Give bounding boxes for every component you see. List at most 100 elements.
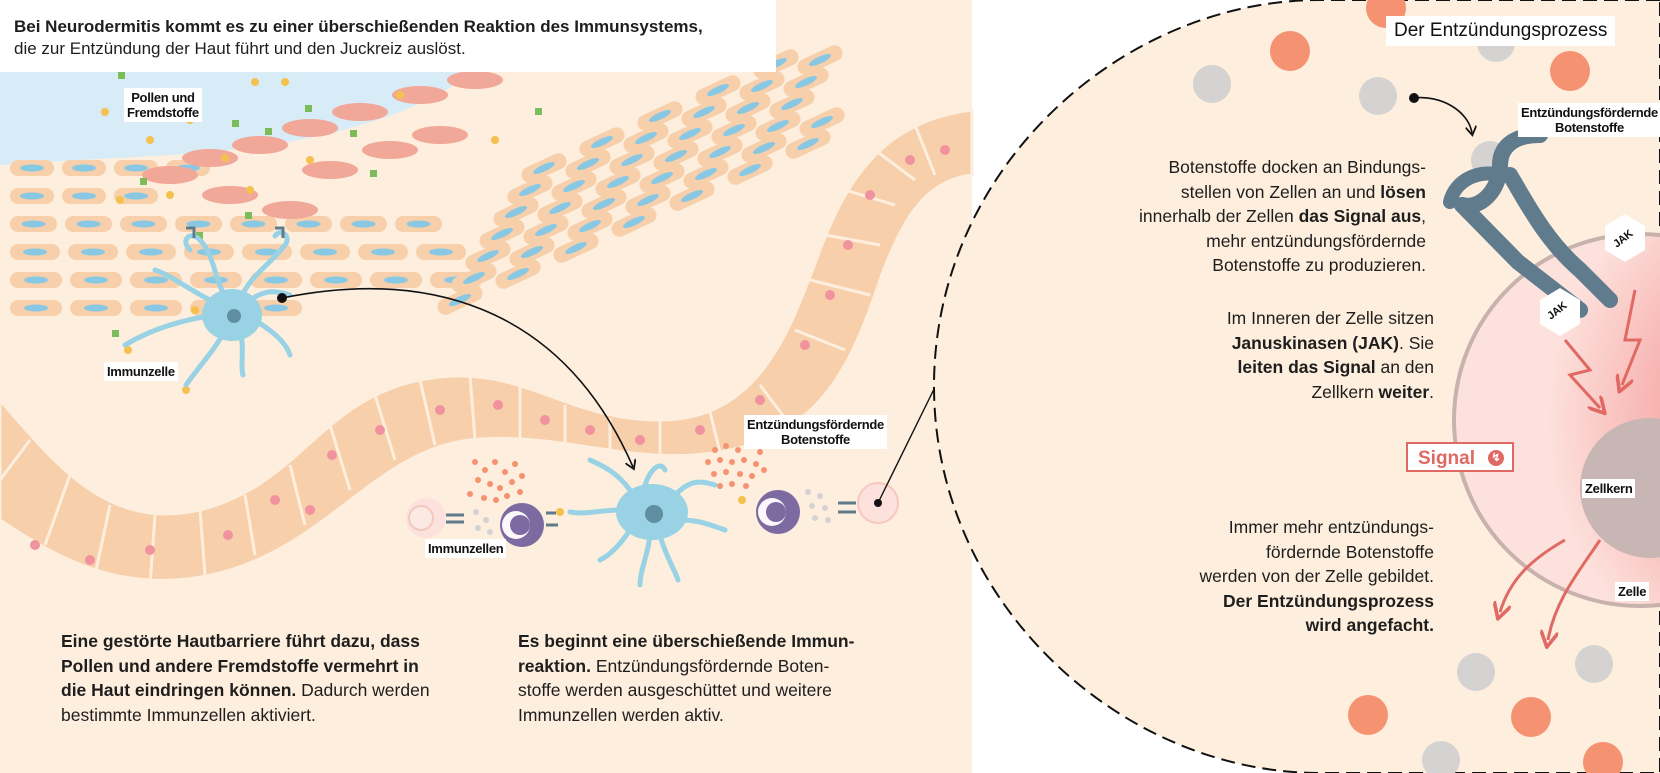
signal-arrows (1500, 289, 1643, 640)
zoom-text-production: Immer mehr entzündungs- fördernde Botens… (1100, 515, 1434, 638)
air-area (0, 72, 470, 165)
epidermis-nucleus (429, 248, 453, 256)
zoom-connector (877, 384, 937, 504)
epidermis-nucleus (384, 276, 408, 284)
epidermis-nucleus (563, 180, 585, 192)
epidermis-nucleus (723, 124, 745, 136)
epidermis-nucleus (124, 192, 148, 200)
epidermis-nucleus (739, 164, 761, 176)
epidermis-nucleus (264, 276, 288, 284)
intro-line-1: Bei Neurodermitis kommt es zu einer über… (14, 17, 703, 36)
epidermis-nucleus (20, 192, 44, 200)
epidermis-nucleus (521, 246, 543, 258)
zoom-text-docking: Botenstoffe docken an Bindungs- stellen … (1080, 155, 1426, 278)
zoom-text2-l4b: weiter (1378, 381, 1430, 402)
epidermis-nucleus (695, 168, 717, 180)
epidermis-nucleus (681, 190, 703, 202)
zoom-text2-l3a: leiten das Signal (1237, 357, 1376, 377)
zoom-text1-l3c: , (1421, 206, 1426, 226)
epidermis-nucleus (767, 120, 789, 132)
epidermis-nucleus (635, 132, 657, 144)
label-immunzellen: Immunzellen (425, 539, 507, 558)
label-botenstoffe-zoom-line2: Botenstoffe (1555, 120, 1624, 135)
zoom-text1-l1: Botenstoffe docken an Bindungs- (1168, 157, 1426, 177)
epidermis-nucleus (144, 276, 168, 284)
zoom-text1-l2a: stellen von Zellen an und (1180, 181, 1381, 202)
epidermis-nucleus (24, 276, 48, 284)
zoom-text1-l2b: lösen (1380, 181, 1426, 202)
zoom-text1-l3b: das Signal aus (1298, 206, 1422, 226)
epidermis-nucleus (255, 248, 279, 256)
epidermis-nucleus (693, 106, 715, 118)
label-pollen-line2: Fremdstoffe (127, 105, 199, 120)
epidermis-nucleus (491, 228, 513, 240)
epidermis-nucleus (351, 220, 376, 228)
zoom-text2-l3b: an den (1375, 357, 1434, 377)
immune-cell-pink-left (406, 498, 446, 538)
epidermis-nucleus (579, 220, 601, 232)
jak-hexagon-2 (1605, 214, 1645, 262)
skin-cell-band (0, 108, 974, 582)
caption-barrier-l2: Pollen und andere Fremdstoffe vermehrt i… (61, 655, 419, 676)
dendritic-cell-skin (122, 226, 293, 388)
epidermis-nucleus (131, 220, 156, 228)
epidermis-nucleus (519, 184, 541, 196)
zoom-title: Der Entzündungsprozess (1386, 16, 1616, 46)
epidermis-nucleus (463, 272, 485, 284)
epidermis-nucleus (707, 84, 729, 96)
epidermis-nucleus (593, 198, 615, 210)
epidermis-nucleus (533, 162, 555, 174)
zoom-text2-l2a: Januskinasen (JAK) (1231, 332, 1399, 353)
epidermis-nucleus (591, 136, 613, 148)
label-pollen-line1: Pollen und (131, 90, 195, 105)
zoom-text-jak: Im Inneren der Zelle sitzen Januskinasen… (1100, 306, 1434, 404)
label-immunzelle: Immunzelle (104, 362, 178, 381)
epidermis-nucleus (20, 164, 44, 172)
epidermis-nucleus (84, 304, 108, 312)
epidermis-nucleus (144, 304, 168, 312)
caption-barrier-l1: Eine gestörte Hautbarriere führt dazu, d… (61, 631, 420, 651)
epidermis-nucleus (665, 150, 687, 162)
caption-immune: Es beginnt eine überschießende Immun- re… (518, 629, 918, 727)
zoom-text3-l2: fördernde Botenstoffe (1266, 541, 1434, 562)
epidermis-nucleus (623, 216, 645, 228)
epidermis-nucleus (651, 172, 673, 184)
epidermis-nucleus (753, 142, 775, 154)
epidermis-nucleus (811, 116, 833, 128)
zoom-text2-l4c: . (1429, 381, 1434, 402)
epidermis-nucleus (139, 248, 163, 256)
jak-hexagon-1 (1540, 288, 1580, 336)
signal-label: Signal (1418, 448, 1476, 469)
epidermis-nucleus (679, 128, 701, 140)
intro-line-2: die zur Entzündung der Haut führt und de… (14, 39, 466, 58)
epidermis-nucleus (21, 220, 46, 228)
epidermis-nucleus (72, 164, 96, 172)
epidermis-nucleus (809, 54, 831, 66)
epidermis-nucleus (313, 248, 337, 256)
epidermis-nucleus (264, 304, 288, 312)
epidermis-nucleus (186, 220, 211, 228)
gray-particles-right (805, 489, 831, 523)
epidermis-nucleus (577, 158, 599, 170)
epidermis-nucleus (477, 250, 499, 262)
label-botenstoffe-mid: Entzündungsfördernde Botenstoffe (744, 415, 887, 449)
epidermis-nucleus (241, 220, 266, 228)
epidermis-nucleus (72, 192, 96, 200)
epidermis-nucleus (296, 220, 321, 228)
epidermis-nucleus (737, 102, 759, 114)
messenger-cloud-left (467, 459, 525, 503)
epidermis-nucleus (565, 242, 587, 254)
caption-immune-l2: Entzündungsfördernde Boten- (590, 655, 830, 676)
zoom-text2-l2b: . Sie (1398, 332, 1434, 353)
epidermis-nucleus (406, 220, 431, 228)
caption-immune-l1: Es beginnt eine überschießende Immun- (518, 631, 855, 651)
epidermis-nucleus (76, 220, 101, 228)
lightning-icon: ↯ (1488, 450, 1504, 466)
caption-barrier: Eine gestörte Hautbarriere führt dazu, d… (61, 629, 491, 727)
caption-barrier-l4: bestimmte Immunzellen aktiviert. (61, 704, 316, 725)
epidermis-nucleus (637, 194, 659, 206)
label-botenstoffe-mid-line1: Entzündungsfördernde (747, 417, 884, 432)
epidermis-nucleus (797, 138, 819, 150)
